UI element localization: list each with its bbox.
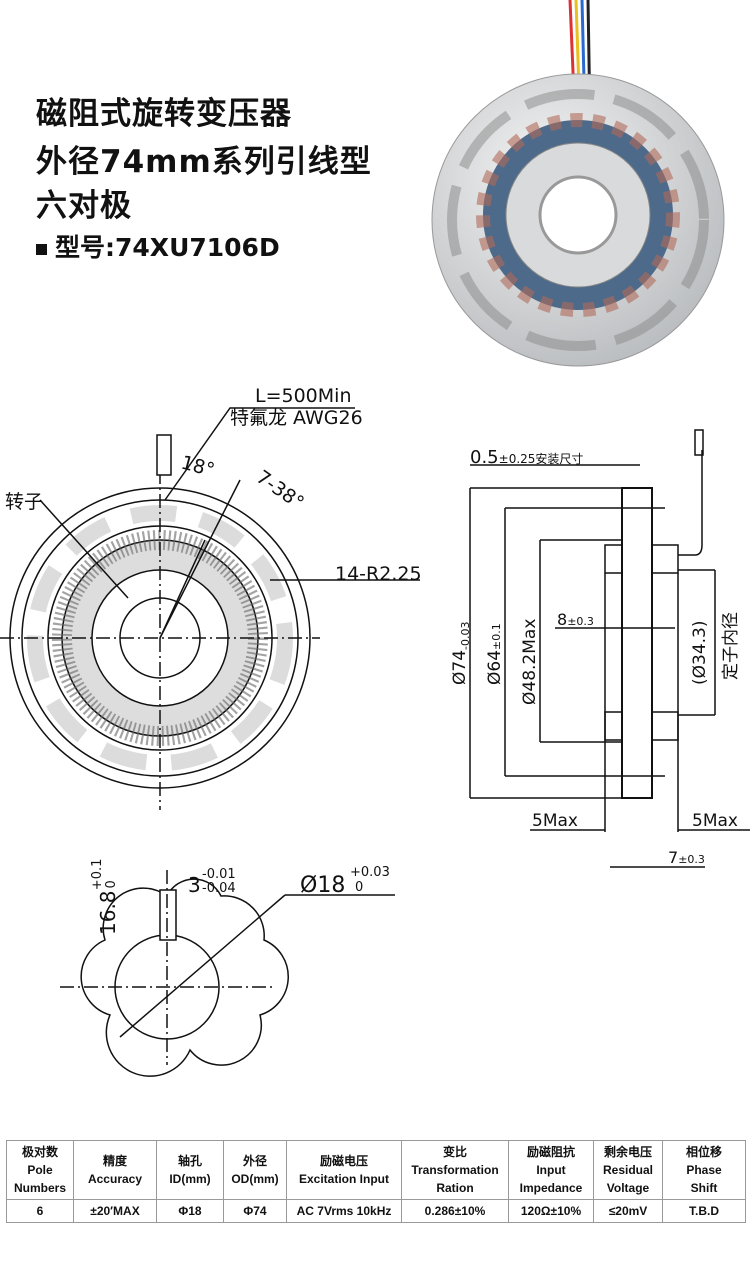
od-dim-label: Ø74-0.03: [450, 622, 472, 685]
width-7-label: 7±0.3: [668, 848, 705, 867]
title-line-1: 磁阻式旋转变压器: [36, 96, 292, 132]
cell-phase: T.B.D: [662, 1199, 746, 1223]
rotor-label: 转子: [5, 491, 43, 513]
title-line-3: 六对极: [36, 188, 132, 224]
radius-label: 14-R2.25: [335, 563, 422, 585]
d64-dim-label: Ø64±0.1: [485, 623, 505, 685]
lead-length-label: L=500Min: [255, 385, 351, 407]
stator-id-label: (Ø34.3): [690, 621, 710, 686]
mount-dim-label: 0.5±0.25安装尺寸: [470, 447, 583, 468]
model-value: 74XU7106D: [115, 233, 280, 262]
width-8-label: 8±0.3: [557, 610, 594, 629]
model-number: 型号:74XU7106D: [36, 228, 280, 264]
title-line-2: 外径74mm系列引线型: [36, 144, 372, 180]
side-view-drawing: 0.5±0.25安装尺寸 Ø74-0.03 Ø64±0.1 Ø48.2Max 8…: [450, 429, 750, 868]
front-view-drawing: L=500Min 特氟龙 AWG26 18° 7-38° 转子 14-R2.25: [0, 385, 422, 810]
cell-residual: ≤20mV: [593, 1199, 663, 1223]
max-right-label: 5Max: [692, 811, 738, 831]
angle-18-label: 18°: [179, 452, 217, 482]
cell-od: Φ74: [223, 1199, 287, 1223]
cell-excitation: AC 7Vrms 10kHz: [286, 1199, 402, 1223]
cell-transformation: 0.286±10%: [401, 1199, 509, 1223]
stator-id-caption: 定子内径: [721, 612, 741, 680]
angle-7-38-label: 7-38°: [252, 466, 308, 514]
table-row: 6 ±20′MAX Φ18 Φ74 AC 7Vrms 10kHz 0.286±1…: [6, 1199, 746, 1223]
bullet-icon: [36, 243, 47, 255]
shaft-bore-drawing: 16.80+0.1 3 -0.01 -0.04 Ø18 +0.03 0: [60, 859, 395, 1077]
cell-impedance: 120Ω±10%: [508, 1199, 594, 1223]
cell-id: Φ18: [156, 1199, 224, 1223]
bore-dim-label: Ø18: [300, 873, 345, 898]
key-tol-lower: -0.04: [202, 881, 236, 896]
product-photo: [431, 0, 725, 367]
key-tol-upper: -0.01: [202, 867, 236, 882]
key-dim-label: 3: [188, 873, 201, 897]
d48-dim-label: Ø48.2Max: [520, 619, 540, 705]
bore-tol-lower: 0: [355, 880, 363, 895]
max-left-label: 5Max: [532, 811, 578, 831]
cell-pole-numbers: 6: [6, 1199, 74, 1223]
bore-tol-upper: +0.03: [350, 865, 390, 880]
lead-wire-label: 特氟龙 AWG26: [230, 407, 363, 429]
height-dim-label: 16.80+0.1: [90, 859, 120, 935]
model-label: 型号:: [55, 233, 115, 262]
cell-accuracy: ±20′MAX: [73, 1199, 157, 1223]
